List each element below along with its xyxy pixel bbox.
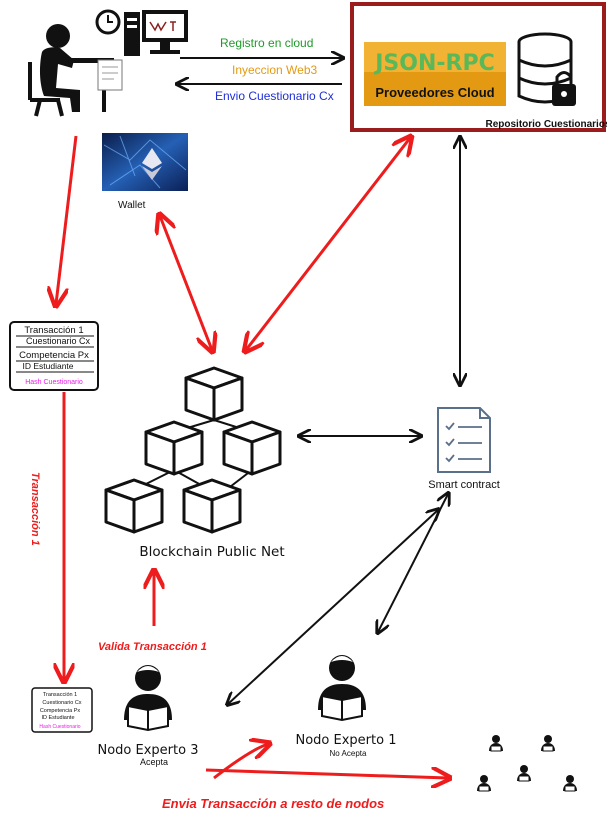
clock-icon xyxy=(95,9,121,35)
arrow-broadcast xyxy=(205,770,448,778)
mini-node-icon xyxy=(562,774,578,792)
small-transaction-card: Transacción 1 Cuestionario Cx Competenci… xyxy=(31,687,93,733)
json-rpc-label: JSON-RPC xyxy=(373,51,495,76)
tx-hash: Hash Cuestionario xyxy=(25,379,83,386)
small-tx-line1: Transacción 1 xyxy=(43,692,77,698)
mini-node-icon xyxy=(516,764,532,782)
arrow-user-to-card xyxy=(56,135,78,304)
nodo3-status: Acepta xyxy=(140,757,168,767)
blockchain-network-icon xyxy=(104,366,282,534)
small-tx-line4: ID Estudiante xyxy=(41,715,74,721)
database-lock-icon xyxy=(517,32,576,106)
tx-line4: ID Estudiante xyxy=(22,361,73,371)
mini-node-icon xyxy=(488,734,504,752)
proveedores-label: Proveedores Cloud xyxy=(375,85,494,100)
transaction-card: Transacción 1 Cuestionario Cx Competenci… xyxy=(9,321,99,391)
valida-label: Valida Transacción 1 xyxy=(98,641,207,653)
smart-contract-icon xyxy=(437,407,491,473)
nodo1-label: Nodo Experto 1 xyxy=(296,733,397,748)
nodo-experto-1-icon xyxy=(317,654,367,721)
transaccion-vertical-label: Transacción 1 xyxy=(29,472,41,546)
wallet-image xyxy=(102,133,188,191)
small-tx-hash: Hash Cuestionario xyxy=(39,724,80,730)
small-tx-line3: Competencia Px xyxy=(40,708,81,714)
tx-line1: Transacción 1 xyxy=(24,325,83,336)
ethereum-icon xyxy=(142,148,162,180)
tx-line2: Cuestionario Cx xyxy=(26,336,91,346)
tx-line3: Competencia Px xyxy=(19,350,89,361)
black-arrows xyxy=(228,138,460,704)
envio-label: Envio Cuestionario Cx xyxy=(215,89,334,103)
nodo1-status: No Acepta xyxy=(330,749,367,758)
small-tx-line2: Cuestionario Cx xyxy=(42,700,81,706)
smart-contract-label: Smart contract xyxy=(428,479,500,491)
registro-label: Registro en cloud xyxy=(220,36,313,50)
top-arrows: Registro en cloud Inyeccion Web3 Envio C… xyxy=(178,36,342,103)
computer-icon xyxy=(124,10,188,56)
arrow-blockchain-provider xyxy=(246,138,410,350)
inyeccion-label: Inyeccion Web3 xyxy=(232,63,317,77)
nodo-experto-3-icon xyxy=(123,664,173,731)
mini-node-icon xyxy=(476,774,492,792)
other-nodes-group xyxy=(476,734,578,792)
wallet-label: Wallet xyxy=(118,200,146,211)
arrow-wallet-blockchain xyxy=(160,216,212,350)
nodo3-label: Nodo Experto 3 xyxy=(98,743,199,758)
arrow-contract-nodo1 xyxy=(378,494,448,632)
arrow-nodo3-nodo1 xyxy=(213,744,268,780)
repositorio-label: Repositorio Cuestionarios xyxy=(485,119,607,130)
cloud-provider-box: JSON-RPC Proveedores Cloud Repositorio C… xyxy=(350,2,607,132)
red-arrows xyxy=(56,136,448,778)
envia-label: Envia Transacción a resto de nodos xyxy=(162,796,384,811)
blockchain-label: Blockchain Public Net xyxy=(139,544,284,560)
mini-node-icon xyxy=(540,734,556,752)
student-desk-icon xyxy=(28,24,123,117)
